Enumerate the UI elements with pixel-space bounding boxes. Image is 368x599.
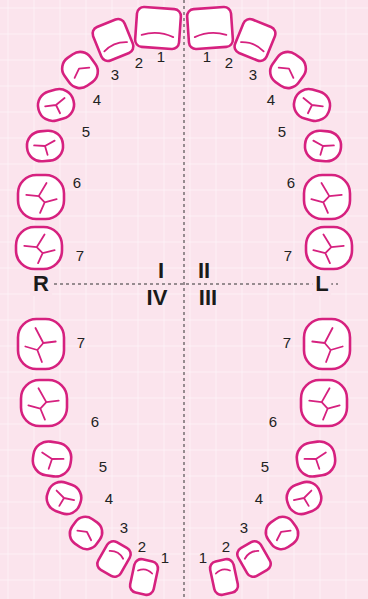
tooth bbox=[135, 7, 182, 50]
tooth-number: 2 bbox=[138, 539, 146, 554]
tooth-number: 1 bbox=[161, 550, 169, 565]
tooth bbox=[31, 440, 73, 479]
tooth-number: 6 bbox=[287, 175, 295, 190]
tooth-number: 2 bbox=[135, 55, 143, 70]
tooth-number: 3 bbox=[120, 520, 128, 535]
tooth-number: 5 bbox=[99, 459, 107, 474]
tooth-number: 3 bbox=[240, 520, 248, 535]
quadrant-numeral: III bbox=[199, 287, 217, 309]
tooth-number: 5 bbox=[261, 459, 269, 474]
tooth bbox=[90, 17, 135, 63]
tooth bbox=[187, 7, 234, 50]
tooth bbox=[95, 539, 134, 580]
tooth bbox=[16, 227, 62, 269]
tooth-number: 4 bbox=[267, 92, 275, 107]
tooth bbox=[235, 539, 274, 580]
tooth-number: 7 bbox=[284, 248, 292, 263]
occlusal-line bbox=[30, 284, 338, 285]
tooth bbox=[304, 175, 350, 219]
tooth bbox=[21, 380, 67, 426]
tooth-number: 3 bbox=[111, 67, 119, 82]
tooth bbox=[283, 478, 325, 518]
tooth bbox=[57, 47, 103, 93]
tooth-number: 7 bbox=[76, 248, 84, 263]
tooth bbox=[304, 129, 342, 162]
tooth bbox=[18, 175, 64, 219]
quadrant-numeral: I bbox=[158, 260, 164, 282]
tooth-number: 6 bbox=[269, 414, 277, 429]
tooth-number: 6 bbox=[73, 175, 81, 190]
tooth bbox=[291, 86, 334, 124]
tooth bbox=[18, 319, 64, 369]
tooth-number: 4 bbox=[93, 92, 101, 107]
tooth bbox=[261, 512, 303, 554]
tooth-number: 1 bbox=[199, 550, 207, 565]
tooth bbox=[304, 319, 350, 369]
tooth-number: 4 bbox=[105, 491, 113, 506]
tooth-number: 6 bbox=[91, 414, 99, 429]
tooth-number: 4 bbox=[255, 491, 263, 506]
quadrant-numeral: IV bbox=[147, 287, 168, 309]
tooth bbox=[301, 380, 347, 426]
tooth bbox=[35, 86, 78, 124]
tooth bbox=[265, 47, 311, 93]
quadrant-numeral: II bbox=[198, 260, 210, 282]
tooth bbox=[43, 478, 85, 518]
tooth bbox=[26, 129, 64, 162]
tooth-number: 7 bbox=[283, 335, 291, 350]
tooth-number: 1 bbox=[157, 49, 165, 64]
side-letter: R bbox=[30, 272, 52, 296]
tooth-number: 5 bbox=[82, 124, 90, 139]
tooth-number: 1 bbox=[203, 49, 211, 64]
tooth bbox=[295, 440, 337, 479]
tooth bbox=[129, 558, 160, 596]
tooth-number: 5 bbox=[278, 124, 286, 139]
tooth bbox=[306, 227, 352, 269]
tooth-number: 2 bbox=[222, 539, 230, 554]
tooth bbox=[65, 512, 107, 554]
midline bbox=[184, 0, 185, 599]
side-letter: L bbox=[312, 272, 331, 296]
tooth-number: 2 bbox=[225, 55, 233, 70]
tooth bbox=[232, 17, 277, 63]
tooth bbox=[209, 558, 240, 596]
tooth-number: 3 bbox=[249, 67, 257, 82]
tooth-number: 7 bbox=[77, 335, 85, 350]
